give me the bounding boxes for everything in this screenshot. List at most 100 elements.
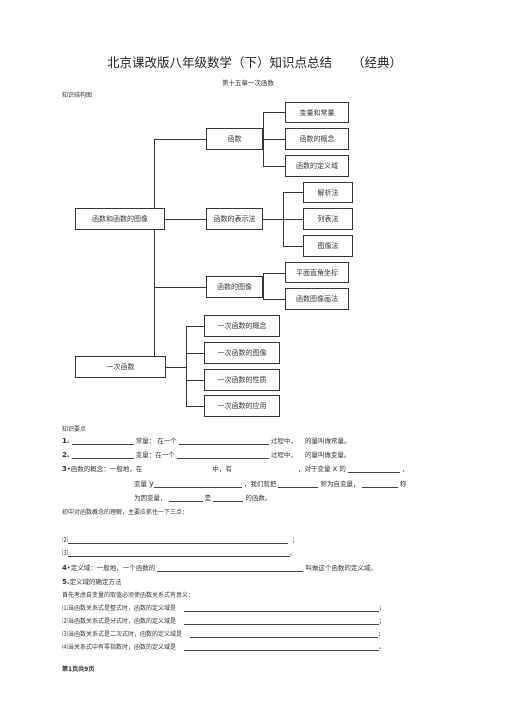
item-text: 称为自变量， xyxy=(320,480,360,488)
item-text: ⑵当函数关系式是分式时，函数的定义域是 xyxy=(62,618,177,625)
fill-blank xyxy=(176,451,269,459)
connector xyxy=(154,139,206,140)
box-function-domain: 函数的定义域 xyxy=(285,155,349,177)
item-text: 变量：在一个 xyxy=(135,451,175,459)
box-linear-concept: 一次函数的概念 xyxy=(204,315,280,337)
box-analytic-method: 解析法 xyxy=(303,182,353,203)
fill-blank xyxy=(157,564,304,572)
box-function-concept: 函数的概念 xyxy=(285,128,349,150)
connector xyxy=(263,273,264,299)
connector xyxy=(263,112,285,113)
connector xyxy=(283,246,303,247)
points-label: 知识要点 xyxy=(62,426,87,433)
item-domain-method: 5.定义域的确定方法 xyxy=(62,576,122,586)
connector xyxy=(283,192,303,193)
variable-x: x xyxy=(332,464,338,473)
item-number: 3 xyxy=(62,465,67,473)
item-number: 5. xyxy=(62,578,70,586)
item-point-3: ⑶。 xyxy=(62,548,296,557)
box-root-linear-function: 一次函数 xyxy=(75,356,166,378)
item-text: 。 xyxy=(290,550,297,557)
item-function-concept-cont: 变量 y ，我们就把 称为自变量， 称 xyxy=(134,478,406,488)
fill-blank xyxy=(68,549,291,557)
item-text: 的 xyxy=(339,465,346,473)
item-function-concept-end: 为因变量， 是 的函数。 xyxy=(134,492,271,502)
connector xyxy=(263,166,285,167)
box-function: 函数 xyxy=(206,128,263,150)
fill-blank xyxy=(183,617,379,625)
connector xyxy=(154,287,206,288)
fill-blank xyxy=(213,494,244,502)
item-text: ⑷当关系式中有零指数时，函数的定义域是 xyxy=(62,644,177,651)
item-understanding: 初中对函数概念的理解，主要应抓住一下三点： xyxy=(62,509,189,516)
item-number: 1. xyxy=(62,437,70,445)
item-text: ； xyxy=(292,537,299,544)
fill-blank xyxy=(178,437,269,445)
connector xyxy=(154,139,155,367)
item-domain-intro: 首先考虑自变量的取值必须使函数关系式有意义： xyxy=(62,592,195,599)
fill-blank xyxy=(144,465,210,473)
connector xyxy=(263,219,283,220)
fill-blank xyxy=(278,480,319,488)
connector xyxy=(186,326,204,327)
item-text: ，对于变量 xyxy=(298,465,331,473)
item-domain-fraction: ⑵当函数关系式是分式时，函数的定义域是 ； xyxy=(62,616,385,625)
fill-blank xyxy=(68,536,289,544)
item-text: 过程中， xyxy=(270,451,297,459)
connector xyxy=(186,406,204,407)
item-text: 变量 xyxy=(134,480,147,488)
fill-blank xyxy=(361,480,398,488)
connector xyxy=(263,139,285,140)
item-number: ⑵ xyxy=(62,537,69,544)
page-title: 北京课改版八年级数学（下）知识点总结 xyxy=(107,55,333,70)
fill-blank xyxy=(348,465,400,473)
item-domain-quadratic: ⑶当函数关系式是二次式时，函数的定义域是 ； xyxy=(62,629,384,638)
chapter-heading: 第十五章一次函数 xyxy=(222,79,274,87)
item-text: ； xyxy=(378,605,385,612)
box-table-method: 列表法 xyxy=(303,208,353,230)
fill-blank xyxy=(234,465,296,473)
item-text: 的函数。 xyxy=(245,494,272,502)
box-linear-properties: 一次函数的性质 xyxy=(204,369,280,391)
connector xyxy=(186,353,204,354)
connector xyxy=(283,219,303,220)
item-text: ； xyxy=(378,618,385,625)
item-text: ⑴当函数关系式是整式时，函数的定义域是 xyxy=(62,605,177,612)
box-root-function-graph: 函数和函数的图像 xyxy=(75,208,165,230)
fill-blank xyxy=(168,494,203,502)
box-function-graph: 函数的图像 xyxy=(206,276,263,298)
item-text: ； xyxy=(377,631,384,638)
item-variable: 2. 变量：在一个 过程中， 的量叫做变量。 xyxy=(62,449,350,459)
item-number: ⑶ xyxy=(62,550,69,557)
item-text: ，我们就把 xyxy=(243,480,277,488)
fill-blank xyxy=(183,643,379,651)
connector xyxy=(166,367,186,368)
fill-blank xyxy=(153,480,242,488)
box-graph-drawing: 函数图像画法 xyxy=(285,288,349,310)
connector xyxy=(186,380,204,381)
item-constant: 1. 常量： 在一个 过程中， 的量叫做常量。 xyxy=(62,435,351,445)
item-text: 的量叫做变量。 xyxy=(304,451,351,459)
item-function-concept: 3•函数的概念：一般地，在 中，有 ，对于变量 x 的 ， xyxy=(62,463,409,473)
item-point-2: ⑵； xyxy=(62,535,298,544)
item-text: 中，有 xyxy=(212,465,232,473)
box-variables-constants: 变量和常量 xyxy=(285,102,349,123)
item-text: 过程中， xyxy=(270,437,297,445)
fill-blank xyxy=(183,604,379,612)
item-text: 。 xyxy=(378,644,385,651)
item-text: •函数的概念：一般地，在 xyxy=(66,465,143,473)
box-representation: 函数的表示法 xyxy=(206,208,263,230)
item-text: •定义域：一般地，一个函数的 xyxy=(66,564,156,572)
item-text: 是 xyxy=(204,494,212,502)
item-number: 4 xyxy=(62,564,67,572)
item-text: 的量叫做常量。 xyxy=(305,437,351,445)
fill-blank xyxy=(71,451,134,459)
box-graph-method: 图像法 xyxy=(303,235,353,257)
fill-blank xyxy=(71,437,134,445)
item-domain-polynomial: ⑴当函数关系式是整式时，函数的定义域是 ； xyxy=(62,603,385,612)
item-text: 称 xyxy=(399,480,407,488)
item-text: ⑶当函数关系式是二次式时，函数的定义域是 xyxy=(62,631,183,638)
item-domain-zero-exponent: ⑷当关系式中有零指数时，函数的定义域是 。 xyxy=(62,642,385,651)
structure-label: 知识结构图 xyxy=(62,92,93,99)
box-linear-applications: 一次函数的应用 xyxy=(204,395,280,417)
